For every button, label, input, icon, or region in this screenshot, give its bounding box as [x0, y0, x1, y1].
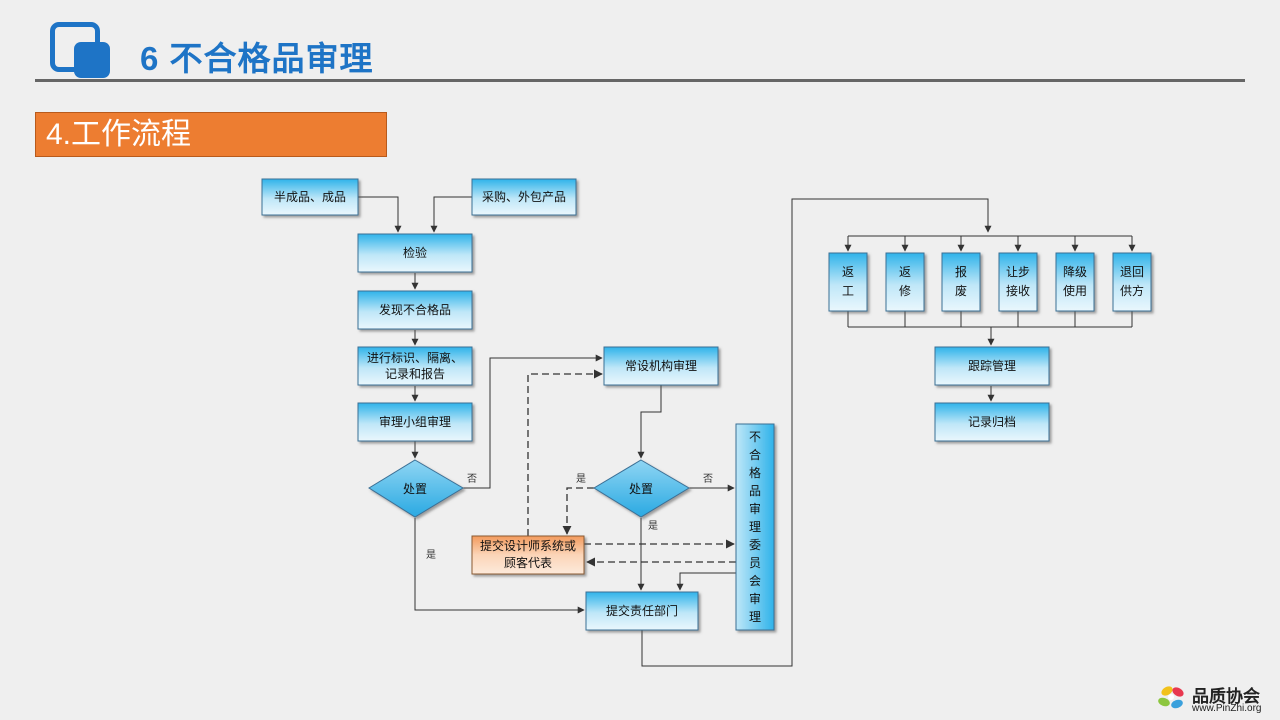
- node-semi-finished-label: 半成品、成品: [274, 190, 346, 204]
- svg-text:员: 员: [749, 556, 761, 570]
- brand-url[interactable]: www.PinZhi.org: [1192, 703, 1262, 714]
- svg-text:理: 理: [749, 520, 761, 534]
- node-review-group-label: 审理小组审理: [379, 414, 451, 429]
- decision-dispose-2-label: 处置: [629, 482, 653, 496]
- node-designer-label-2: 顾客代表: [504, 555, 552, 570]
- brand-name: 品质协会: [1192, 687, 1260, 707]
- node-submit-designer: [471, 535, 585, 575]
- svg-text:接收: 接收: [1006, 283, 1030, 298]
- outcome-rework: [828, 252, 868, 312]
- node-standing-review-label: 常设机构审理: [625, 358, 697, 373]
- node-designer-label-1: 提交设计师系统或: [480, 538, 576, 553]
- node-submit-responsible: [585, 591, 699, 631]
- node-purchase-label: 采购、外包产品: [482, 189, 566, 204]
- node-found-nonconforming: [357, 290, 473, 330]
- svg-text:格: 格: [749, 465, 761, 480]
- svg-text:工: 工: [842, 284, 854, 298]
- outcome-repair: [885, 252, 925, 312]
- node-tracking-label: 跟踪管理: [968, 358, 1016, 373]
- section-heading: 4.工作流程: [35, 112, 387, 157]
- svg-text:会: 会: [749, 574, 761, 588]
- edge-label-no-2: 否: [703, 473, 713, 485]
- svg-text:让步: 让步: [1006, 265, 1030, 279]
- svg-text:报: 报: [955, 264, 967, 279]
- node-archive-label: 记录归档: [968, 415, 1016, 429]
- node-tracking: [934, 346, 1050, 386]
- node-inspect-label: 检验: [403, 245, 427, 260]
- svg-text:合: 合: [749, 447, 761, 462]
- svg-text:审: 审: [749, 591, 761, 606]
- brand-flower-icon: [1158, 686, 1184, 709]
- svg-text:供方: 供方: [1120, 283, 1144, 298]
- title-divider: [35, 79, 1245, 82]
- svg-text:不: 不: [749, 430, 761, 444]
- edge-label-yes-2a: 是: [576, 473, 586, 485]
- node-found-label: 发现不合格品: [379, 302, 451, 317]
- node-mark-isolate: [357, 346, 473, 386]
- node-review-group: [357, 402, 473, 442]
- node-submit-responsible-label: 提交责任部门: [606, 603, 678, 618]
- node-archive: [934, 402, 1050, 442]
- edge-label-no-1: 否: [467, 473, 477, 485]
- node-standing-review: [603, 346, 719, 386]
- edge-label-yes-1: 是: [426, 549, 436, 561]
- connectors: [358, 196, 1136, 667]
- node-committee-review: [735, 423, 775, 631]
- node-purchase: [471, 178, 577, 216]
- svg-text:降级: 降级: [1063, 265, 1087, 279]
- page-title: 6 不合格品审理: [140, 40, 374, 77]
- node-mark-label-1: 进行标识、隔离、: [367, 350, 463, 365]
- svg-text:退回: 退回: [1120, 265, 1144, 279]
- svg-text:废: 废: [955, 283, 967, 298]
- node-inspect: [357, 233, 473, 273]
- outcome-downgrade: [1055, 252, 1095, 312]
- node-mark-label-2: 记录和报告: [385, 366, 445, 381]
- svg-text:修: 修: [899, 283, 911, 298]
- svg-text:使用: 使用: [1063, 283, 1087, 298]
- outcome-return-supplier: [1112, 252, 1152, 312]
- dashed-connectors: [527, 369, 736, 567]
- node-committee-label: 不 合 格 品 审 理 委 员 会 审 理: [749, 430, 761, 624]
- slide-logo-icon: [50, 22, 110, 78]
- svg-text:委: 委: [749, 538, 761, 552]
- svg-text:品: 品: [749, 484, 761, 498]
- edge-label-yes-2b: 是: [648, 520, 658, 532]
- svg-text:审: 审: [749, 501, 761, 516]
- outcome-scrap: [941, 252, 981, 312]
- svg-text:返: 返: [899, 265, 911, 279]
- decision-dispose-1-label: 处置: [403, 482, 427, 496]
- node-semi-finished: [261, 178, 359, 216]
- decision-dispose-1: [368, 459, 464, 518]
- svg-text:返: 返: [842, 265, 854, 279]
- svg-text:理: 理: [749, 610, 761, 624]
- outcome-concession: [998, 252, 1038, 312]
- decision-dispose-2: [593, 459, 690, 518]
